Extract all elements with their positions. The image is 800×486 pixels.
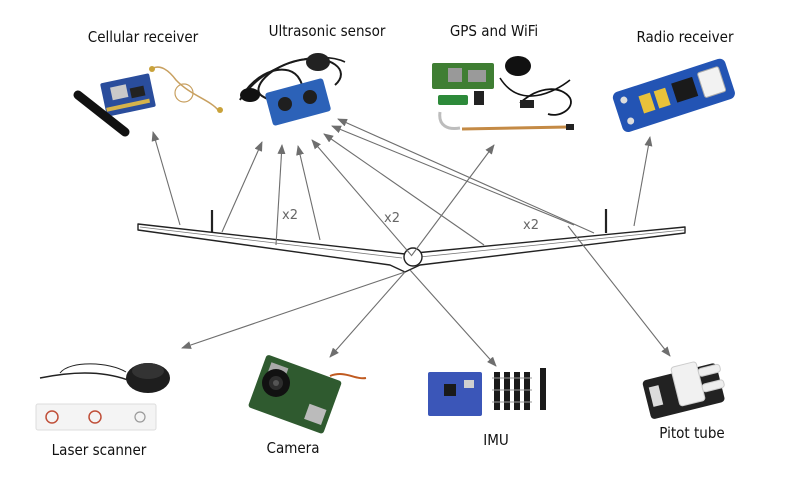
label-camera: Camera [267, 439, 320, 457]
laser-scanner-image [35, 363, 170, 431]
radio-receiver-image [612, 58, 735, 133]
multiplier-right: x2 [523, 218, 539, 233]
ultrasonic-sensor-image [239, 53, 346, 126]
pitot-tube-image [642, 361, 725, 419]
camera-image [248, 355, 367, 434]
label-pitot-tube: Pitot tube [659, 424, 724, 442]
label-gps-wifi: GPS and WiFi [450, 22, 538, 40]
flying-wing-aircraft [137, 209, 686, 273]
imu-image [428, 368, 546, 416]
label-cellular-receiver: Cellular receiver [88, 28, 199, 46]
cellular-receiver-image [73, 66, 223, 137]
multiplier-center: x2 [384, 211, 400, 226]
label-radio-receiver: Radio receiver [636, 28, 733, 46]
label-ultrasonic-sensor: Ultrasonic sensor [269, 22, 386, 40]
label-laser-scanner: Laser scanner [52, 441, 147, 459]
connection-arrows [151, 118, 671, 367]
multiplier-left: x2 [282, 208, 298, 223]
label-imu: IMU [483, 431, 509, 449]
gps-wifi-image [432, 56, 574, 131]
